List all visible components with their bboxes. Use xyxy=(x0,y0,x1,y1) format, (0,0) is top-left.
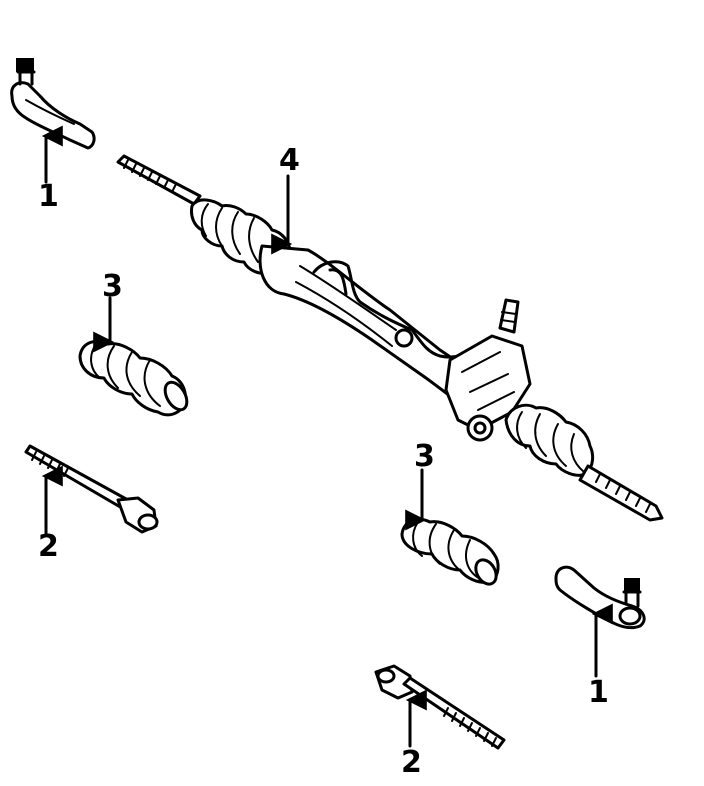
callout-1-left: 1 xyxy=(38,179,59,214)
callout-4: 4 xyxy=(279,143,300,178)
callout-2-right: 2 xyxy=(401,745,422,780)
tie-rod-end-right xyxy=(554,565,646,630)
inner-tie-rod-right xyxy=(374,664,506,750)
callout-2-left: 2 xyxy=(38,529,59,564)
inner-tie-rod-left xyxy=(24,444,159,534)
rack-assembly xyxy=(116,154,664,522)
callout-3-right: 3 xyxy=(414,439,435,474)
tie-rod-end-left xyxy=(10,58,96,150)
boot-left xyxy=(78,339,189,417)
boot-right xyxy=(400,517,500,586)
callout-3-left: 3 xyxy=(102,269,123,304)
callout-1-right: 1 xyxy=(588,675,609,710)
